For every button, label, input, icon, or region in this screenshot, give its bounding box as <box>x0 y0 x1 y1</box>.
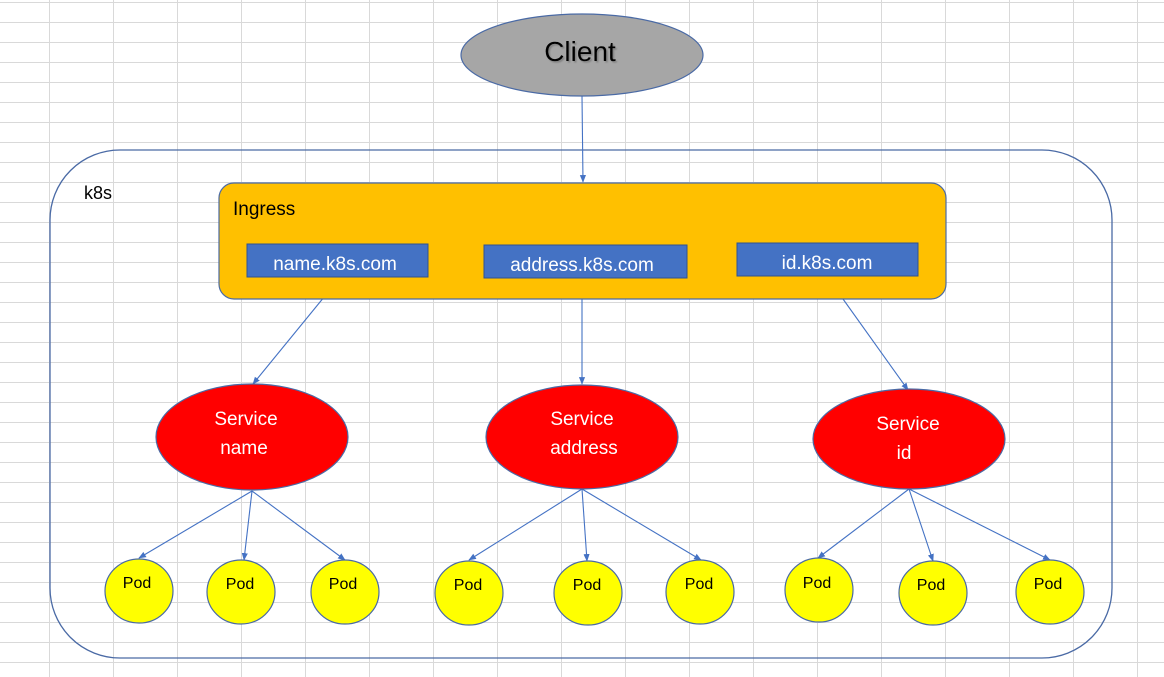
connector-service-id-pod-3 <box>908 488 1051 561</box>
client-label: Client <box>544 36 616 67</box>
pod-circle <box>206 559 276 625</box>
pod-circle <box>553 560 623 626</box>
pod-label: Pod <box>917 577 945 594</box>
service-id-node: Service id <box>812 388 1006 490</box>
pods-group-id: Pod Pod Pod <box>784 557 1085 626</box>
ingress-node: Ingress name.k8s.com address.k8s.com id.… <box>218 182 947 300</box>
pod-label: Pod <box>123 575 151 592</box>
pod-circle <box>1015 559 1085 625</box>
connector-service-name-pod-3 <box>251 490 346 561</box>
service-ellipse <box>155 383 349 491</box>
connector-service-name-pod-1 <box>138 490 253 559</box>
connector-client-ingress <box>579 95 586 183</box>
k8s-cluster-label: k8s <box>84 183 112 203</box>
service-ellipse <box>812 388 1006 490</box>
service-label-line1: Service <box>550 409 613 430</box>
pod-circle <box>310 559 380 625</box>
ingress-rule-box <box>483 244 688 279</box>
client-ellipse <box>460 13 704 97</box>
connector-service-address-pod-2 <box>581 488 590 562</box>
ingress-rule-box <box>736 242 919 277</box>
pod-label: Pod <box>1034 576 1062 593</box>
connector-service-id-pod-1 <box>817 488 910 559</box>
service-label-line2: address <box>550 438 618 459</box>
ingress-rule-id: id.k8s.com <box>736 242 919 277</box>
connector-service-name-pod-2 <box>241 490 253 561</box>
pod-circle <box>104 558 174 624</box>
ingress-rule-host: address.k8s.com <box>510 255 654 276</box>
ingress-rule-host: id.k8s.com <box>782 253 873 274</box>
pod-circle <box>665 559 735 625</box>
connector-service-address-pod-1 <box>468 488 583 561</box>
service-label-line1: Service <box>876 414 939 435</box>
service-label-line2: id <box>897 443 912 464</box>
pod-label: Pod <box>573 577 601 594</box>
service-ellipse <box>485 384 679 490</box>
connectors <box>138 95 1051 562</box>
pods-group-address: Pod Pod Pod <box>434 559 735 626</box>
service-label-line1: Service <box>214 409 277 430</box>
ingress-rule-address: address.k8s.com <box>483 244 688 279</box>
pod-label: Pod <box>803 575 831 592</box>
pod-label: Pod <box>226 576 254 593</box>
ingress-rule-name: name.k8s.com <box>246 243 429 278</box>
client-node: Client <box>460 13 704 97</box>
service-address-node: Service address <box>485 384 679 490</box>
pod-circle <box>898 560 968 626</box>
service-name-node: Service name <box>155 383 349 491</box>
k8s-cluster-boundary <box>49 149 1113 659</box>
pod-label: Pod <box>685 576 713 593</box>
connector-service-address-pod-3 <box>581 488 702 561</box>
connector-service-id-pod-2 <box>908 488 934 562</box>
pod-circle <box>434 560 504 626</box>
service-label-line2: name <box>220 438 268 459</box>
pod-label: Pod <box>454 577 482 594</box>
ingress-rule-host: name.k8s.com <box>273 254 397 275</box>
pods-group-name: Pod Pod Pod <box>104 558 380 625</box>
ingress-rule-box <box>246 243 429 278</box>
pod-circle <box>784 557 854 623</box>
ingress-label: Ingress <box>233 199 295 220</box>
pod-label: Pod <box>329 576 357 593</box>
ingress-box <box>218 182 947 300</box>
